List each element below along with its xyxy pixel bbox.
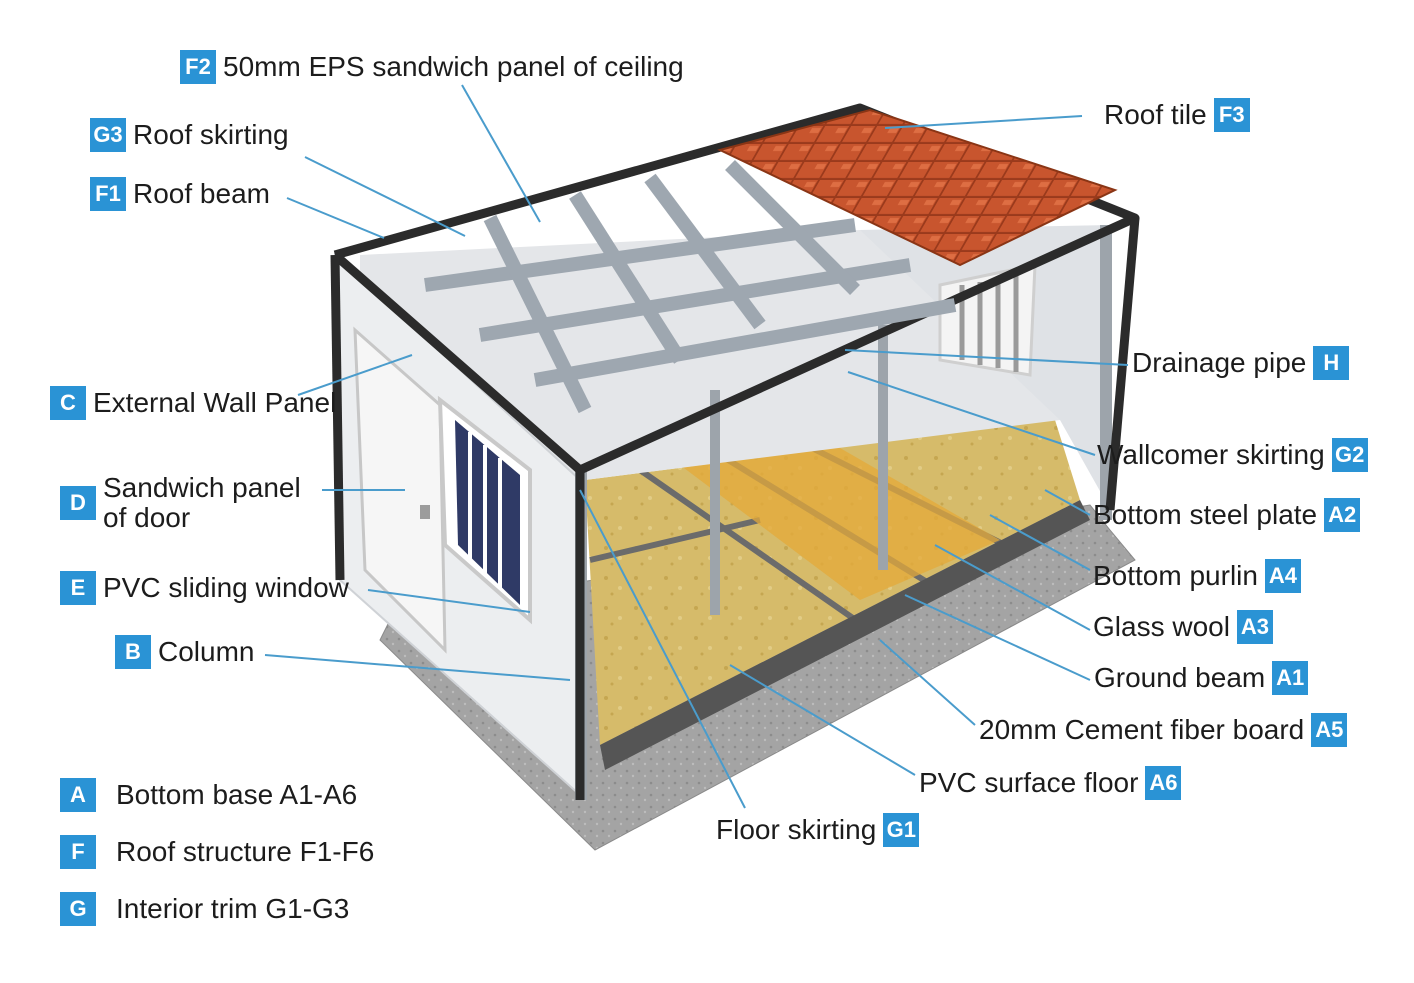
- legend-text-a: Bottom base A1-A6: [116, 779, 358, 810]
- callout-h: Drainage pipe H: [1132, 346, 1350, 380]
- callout-f2: F2 50mm EPS sandwich panel of ceiling: [180, 50, 684, 84]
- callout-a2: Bottom steel plate A2: [1093, 498, 1361, 532]
- badge-a4: A4: [1264, 559, 1301, 593]
- callout-f2-text: 50mm EPS sandwich panel of ceiling: [223, 51, 684, 82]
- callout-a3-text: Glass wool: [1093, 611, 1230, 642]
- callout-a1: Ground beam A1: [1094, 661, 1309, 695]
- callout-d: D Sandwich panel of door: [60, 473, 301, 533]
- callout-b: B Column: [115, 635, 254, 669]
- callout-f3-text: Roof tile: [1104, 99, 1207, 130]
- callout-b-text: Column: [158, 636, 255, 667]
- badge-g3: G3: [90, 118, 126, 152]
- badge-a3: A3: [1236, 610, 1273, 644]
- callout-g1: Floor skirting G1: [716, 813, 920, 847]
- callout-f1-text: Roof beam: [133, 178, 270, 209]
- callout-f3: Roof tile F3: [1104, 98, 1250, 132]
- callout-a2-text: Bottom steel plate: [1093, 499, 1318, 530]
- callout-d-line2: of door: [103, 502, 191, 533]
- badge-h: H: [1313, 346, 1350, 380]
- callout-a3: Glass wool A3: [1093, 610, 1273, 644]
- callout-a5-text: 20mm Cement fiber board: [979, 714, 1305, 745]
- callout-a5: 20mm Cement fiber board A5: [979, 713, 1348, 747]
- legend-badge-g: G: [60, 892, 96, 926]
- badge-f3: F3: [1213, 98, 1250, 132]
- badge-g2: G2: [1331, 438, 1368, 472]
- legend-row-a: A Bottom base A1-A6: [60, 778, 357, 812]
- badge-g1: G1: [883, 813, 920, 847]
- floor-interior: [585, 420, 1080, 745]
- badge-d: D: [60, 486, 96, 520]
- legend-row-f: F Roof structure F1-F6: [60, 835, 374, 869]
- badge-f2: F2: [180, 50, 216, 84]
- badge-a6: A6: [1145, 766, 1182, 800]
- legend-badge-f: F: [60, 835, 96, 869]
- badge-f1: F1: [90, 177, 126, 211]
- legend-text-g: Interior trim G1-G3: [116, 893, 350, 924]
- badge-c: C: [50, 386, 86, 420]
- right-wall: [860, 225, 1110, 500]
- callout-a4-text: Bottom purlin: [1093, 560, 1258, 591]
- legend-text-f: Roof structure F1-F6: [116, 836, 375, 867]
- callout-h-text: Drainage pipe: [1132, 347, 1307, 378]
- badge-a1: A1: [1272, 661, 1309, 695]
- badge-a5: A5: [1311, 713, 1348, 747]
- callout-g2: Wallcomer skirting G2: [1097, 438, 1368, 472]
- badge-a2: A2: [1324, 498, 1361, 532]
- callout-g2-text: Wallcomer skirting: [1097, 439, 1325, 470]
- callout-a1-text: Ground beam: [1094, 662, 1266, 693]
- legend-badge-a: A: [60, 778, 96, 812]
- badge-b: B: [115, 635, 151, 669]
- callout-a6-text: PVC surface floor: [919, 767, 1139, 798]
- callout-g1-text: Floor skirting: [716, 814, 877, 845]
- callout-d-text: Sandwich panel of door: [103, 473, 301, 533]
- callout-e: E PVC sliding window: [60, 571, 349, 605]
- callout-e-text: PVC sliding window: [103, 572, 349, 603]
- badge-e: E: [60, 571, 96, 605]
- callout-g3-text: Roof skirting: [133, 119, 289, 150]
- callout-f1: F1 Roof beam: [90, 177, 270, 211]
- callout-d-line1: Sandwich panel: [103, 472, 301, 503]
- leader-lines: [264, 84, 1129, 809]
- roof-grid: [424, 160, 957, 414]
- roof-tiles: [717, 108, 1118, 267]
- callout-c-text: External Wall Panel: [93, 387, 337, 418]
- callout-c: C External Wall Panel: [50, 386, 336, 420]
- cement-fiber-board: [660, 425, 1000, 600]
- callout-g3: G3 Roof skirting: [90, 118, 289, 152]
- pvc-window-illustration: [437, 395, 532, 625]
- callout-a6: PVC surface floor A6: [919, 766, 1182, 800]
- callout-a4: Bottom purlin A4: [1093, 559, 1301, 593]
- legend-row-g: G Interior trim G1-G3: [60, 892, 349, 926]
